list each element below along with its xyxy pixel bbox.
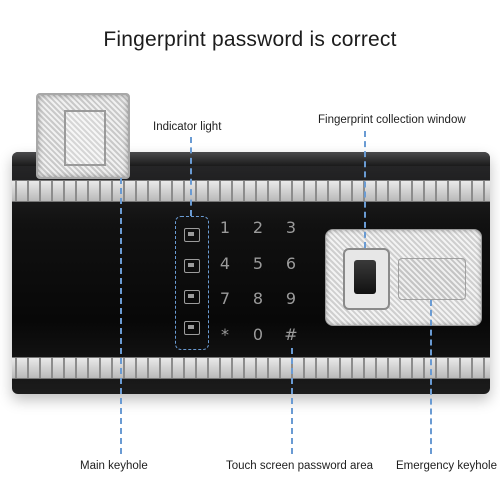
lock-icon — [184, 259, 200, 273]
label-main-keyhole: Main keyhole — [80, 460, 148, 472]
key-2[interactable]: 2 — [252, 218, 264, 237]
key-7[interactable]: 7 — [219, 289, 231, 308]
page-title: Fingerprint password is correct — [103, 28, 397, 51]
key-9[interactable]: 9 — [285, 289, 297, 308]
key-3[interactable]: 3 — [285, 218, 297, 237]
key-hash[interactable]: # — [284, 325, 298, 344]
label-indicator-light: Indicator light — [153, 121, 222, 133]
leader-touch-screen — [291, 348, 293, 454]
keyhole-plate — [64, 110, 106, 166]
decor-band-top — [12, 180, 490, 202]
fingerprint-sensor-icon — [354, 260, 376, 294]
battery-icon — [184, 321, 200, 335]
emergency-keyhole-cover[interactable] — [398, 258, 466, 300]
leader-main-keyhole — [120, 178, 122, 454]
indicator-light-group — [175, 216, 209, 350]
label-fingerprint-window: Fingerprint collection window — [318, 114, 466, 126]
key-star[interactable]: * — [221, 325, 229, 344]
key-1[interactable]: 1 — [219, 218, 231, 237]
leader-emergency — [430, 300, 432, 454]
key-6[interactable]: 6 — [285, 254, 297, 273]
leader-indicator — [190, 137, 192, 216]
key-0[interactable]: 0 — [252, 325, 264, 344]
label-emergency-keyhole: Emergency keyhole — [396, 460, 497, 472]
leader-fingerprint — [364, 131, 366, 248]
decor-band-bottom — [12, 357, 490, 379]
main-keyhole[interactable] — [36, 93, 130, 179]
lock-open-icon — [184, 228, 200, 242]
label-touch-screen: Touch screen password area — [226, 460, 374, 472]
power-icon — [184, 290, 200, 304]
key-4[interactable]: 4 — [219, 254, 231, 273]
key-8[interactable]: 8 — [252, 289, 264, 308]
key-5[interactable]: 5 — [252, 254, 264, 273]
fingerprint-window[interactable] — [343, 248, 390, 310]
